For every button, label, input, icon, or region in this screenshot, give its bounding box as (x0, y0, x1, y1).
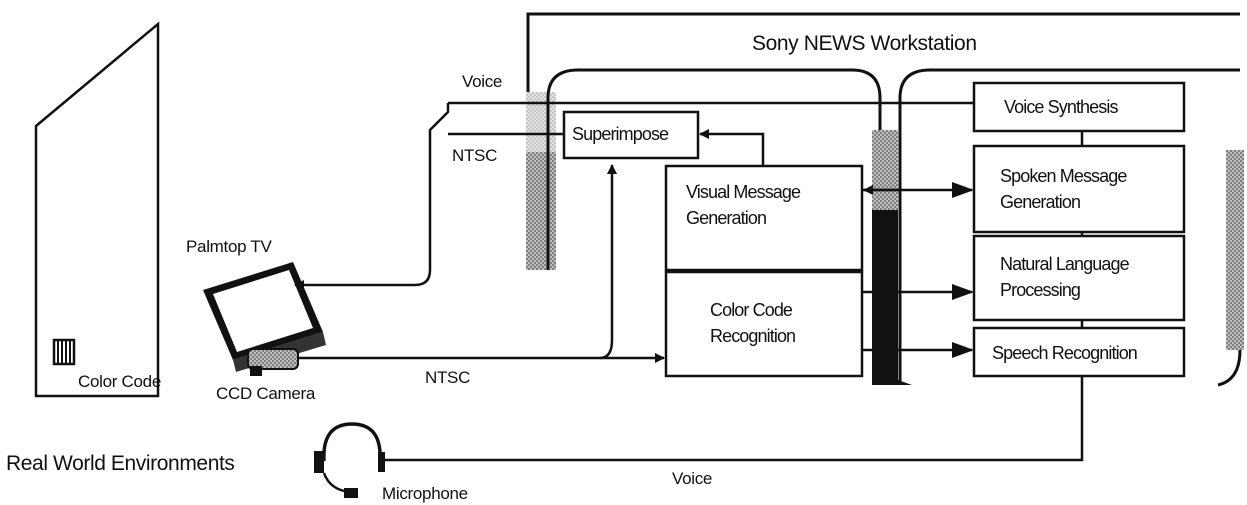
voice-bottom-label: Voice (672, 469, 713, 488)
box-color-code (664, 270, 864, 378)
box-spoken-message (972, 144, 1186, 234)
visual-message-label-line1: Visual Message (686, 182, 801, 202)
ntsc-bottom-label: NTSC (425, 368, 471, 387)
box-voice-synthesis (972, 81, 1186, 133)
ntsc-top-label: NTSC (452, 146, 498, 165)
real-world-label: Real World Environments (6, 452, 235, 475)
palmtop-tv-label: Palmtop TV (186, 237, 272, 256)
box-speech-recognition (972, 326, 1186, 378)
visual-panel (546, 68, 882, 385)
color-code-marker (52, 338, 76, 366)
superimpose-label: Superimpose (572, 124, 669, 144)
panel-shade-right (1226, 150, 1244, 350)
color-code-label-line1: Color Code (710, 300, 793, 320)
workstation-title: Sony NEWS Workstation (752, 32, 977, 55)
voice-synthesis-label: Voice Synthesis (1004, 97, 1118, 117)
connections (294, 101, 1084, 462)
color-code-label-line2: Recognition (710, 326, 796, 346)
color-code-board (34, 21, 160, 398)
speech-panel (898, 68, 1242, 387)
ccd-camera-label: CCD Camera (216, 384, 316, 403)
microphone-headset-icon (314, 422, 385, 498)
natural-language-label-line2: Processing (1000, 280, 1081, 300)
voice-top-label: Voice (462, 72, 503, 91)
color-code-label: Color Code (78, 372, 161, 391)
microphone-label: Microphone (382, 484, 468, 503)
visual-message-label-line2: Generation (686, 208, 767, 228)
box-natural-language (972, 234, 1186, 322)
natural-language-label-line1: Natural Language (1000, 254, 1130, 274)
ccd-camera-icon (247, 348, 299, 376)
speech-recognition-label: Speech Recognition (992, 343, 1138, 363)
spoken-message-label-line1: Spoken Message (1000, 166, 1127, 186)
spoken-message-label-line2: Generation (1000, 192, 1081, 212)
